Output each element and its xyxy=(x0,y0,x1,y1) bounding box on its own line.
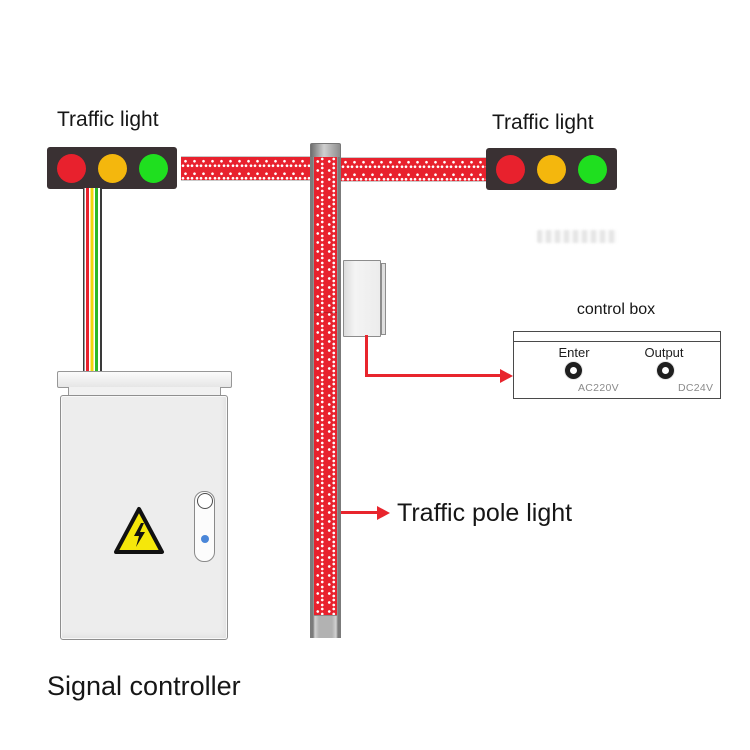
output-port-voltage: DC24V xyxy=(678,382,714,394)
pole-light-callout-arrow-icon xyxy=(377,505,390,520)
signal-controller-label: Signal controller xyxy=(47,671,241,701)
power-cable-horizontal xyxy=(365,374,502,377)
handle-knob xyxy=(196,493,213,509)
led-arm-right xyxy=(341,157,487,182)
traffic-light-right xyxy=(486,148,617,190)
traffic-light-right-label: Traffic light xyxy=(492,111,594,134)
handle-lock-dot xyxy=(200,535,209,543)
control-box: Enter AC220V Output DC24V xyxy=(513,331,721,399)
pole-led-strip xyxy=(314,157,337,616)
red-lens xyxy=(496,154,525,184)
enter-port-connector-icon xyxy=(565,362,582,379)
pole-strip-seam xyxy=(314,312,337,313)
junction-box-flange xyxy=(381,263,386,335)
pole-junction-box xyxy=(343,260,381,337)
pole-cap xyxy=(310,143,341,158)
output-port-label: Output xyxy=(644,345,684,360)
control-box-label: control box xyxy=(576,301,656,318)
watermark xyxy=(537,230,617,243)
enter-port-label: Enter xyxy=(558,345,590,360)
enter-port-voltage: AC220V xyxy=(578,382,619,394)
power-cable-vertical xyxy=(365,335,368,377)
control-box-top-strip xyxy=(514,332,720,342)
output-port-connector-icon xyxy=(657,362,674,379)
arrow-to-control-box-icon xyxy=(500,368,513,383)
yellow-lens xyxy=(97,153,127,183)
cabinet-handle xyxy=(194,491,215,562)
traffic-pole-light-label: Traffic pole light xyxy=(397,499,573,527)
pole-light-callout-line xyxy=(341,511,379,514)
green-lens xyxy=(578,154,607,184)
cabinet-lid xyxy=(57,371,232,388)
signal-wires xyxy=(83,188,102,374)
green-lens xyxy=(138,153,168,183)
yellow-lens xyxy=(537,154,566,184)
traffic-light-left-label: Traffic light xyxy=(57,108,159,131)
high-voltage-warning-icon xyxy=(114,507,164,554)
led-arm-left xyxy=(181,156,311,181)
traffic-light-left xyxy=(47,147,177,189)
red-lens xyxy=(56,153,86,183)
